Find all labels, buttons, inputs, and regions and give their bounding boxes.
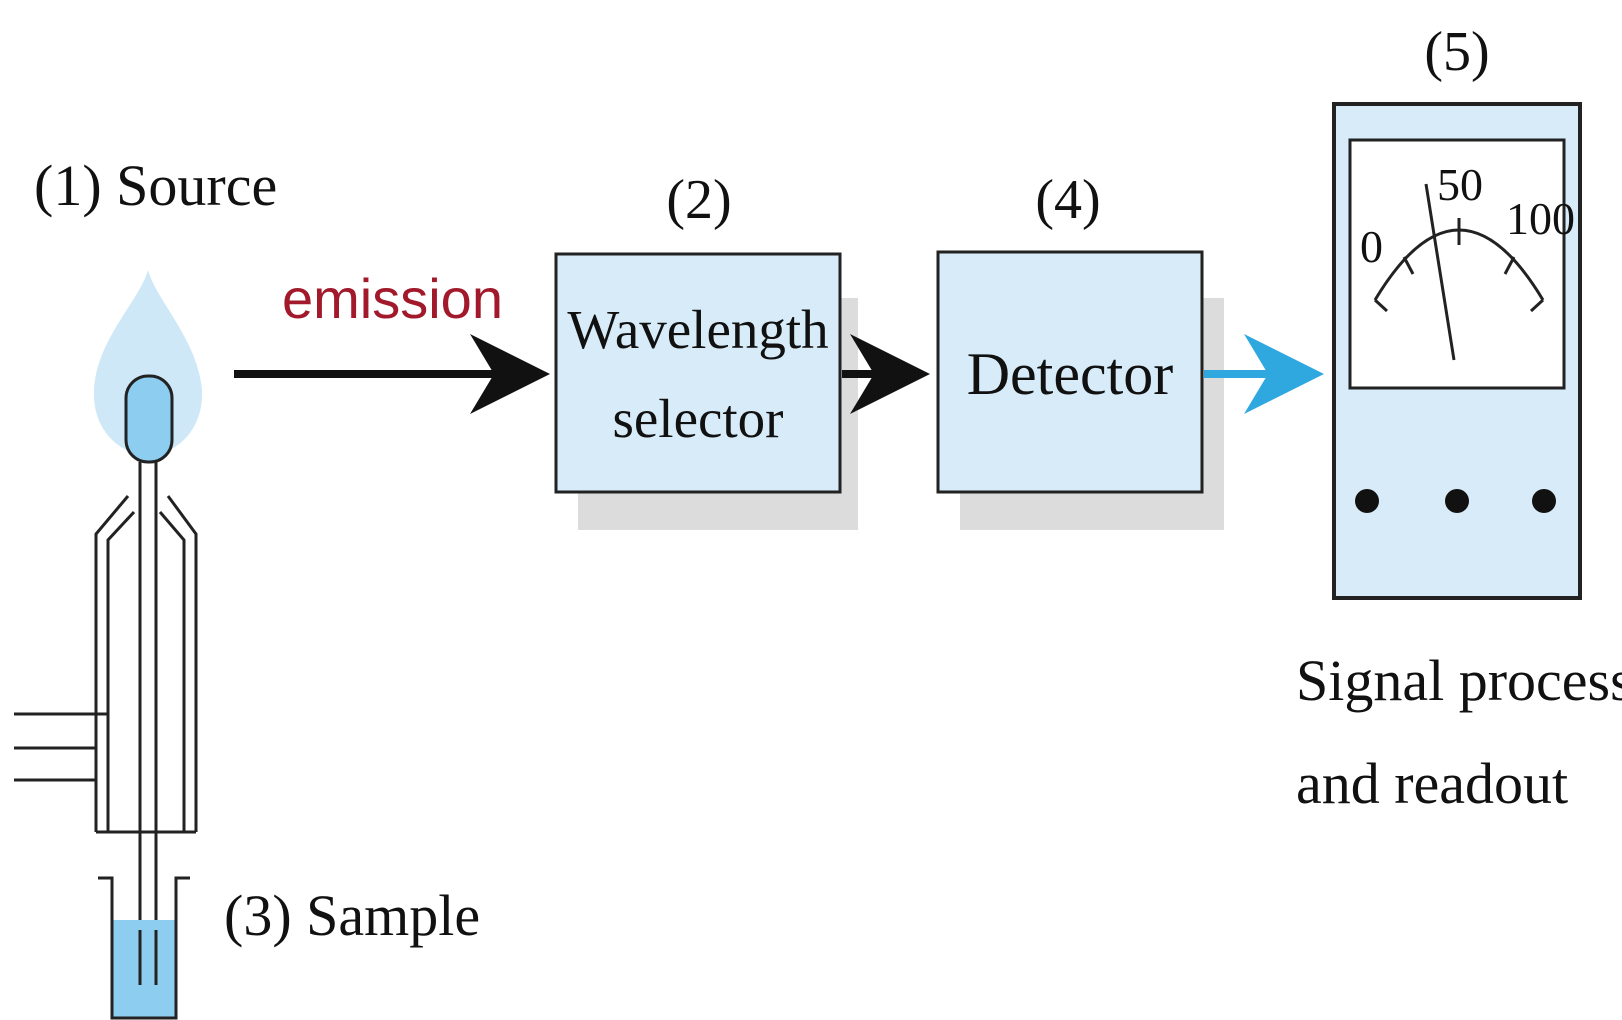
wavelength-selector-line1: Wavelength: [567, 299, 828, 360]
burner-tip-icon: [124, 374, 174, 464]
readout-knob-right: [1532, 489, 1556, 513]
sample-label: (3) Sample: [224, 883, 480, 948]
meter-tick-right: [1503, 256, 1516, 275]
wavelength-selector-line2: selector: [612, 388, 783, 449]
flame-icon: [93, 270, 203, 455]
meter-scale-max: 100: [1506, 193, 1575, 244]
readout-knob-left: [1355, 489, 1379, 513]
signal-processor-line1: Signal processor: [1296, 648, 1622, 713]
detector-number: (4): [1035, 169, 1100, 231]
meter-scale-min: 0: [1360, 221, 1383, 272]
meter-tick-left: [1402, 256, 1415, 275]
gas-inlet-icon: [14, 712, 108, 832]
emission-label: emission: [282, 267, 503, 330]
wavelength-selector-box: [554, 252, 842, 494]
readout-knob-center: [1445, 489, 1469, 513]
detector-label: Detector: [967, 341, 1174, 407]
readout-number: (5): [1424, 21, 1489, 83]
meter-needle: [1424, 183, 1456, 361]
sample-cup-icon: [98, 876, 190, 1020]
meter-scale-mid: 50: [1437, 159, 1483, 210]
meter-face: [1348, 138, 1566, 390]
wavelength-selector-number: (2): [666, 169, 731, 231]
detector-box: [936, 250, 1204, 494]
signal-processor-line2: and readout: [1296, 751, 1568, 816]
source-label: (1) Source: [34, 153, 277, 218]
